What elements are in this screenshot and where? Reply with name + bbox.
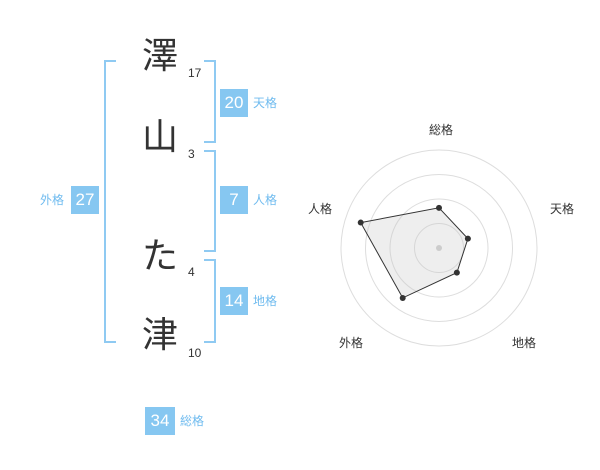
stroke-count-1: 17 xyxy=(188,66,202,80)
jinkaku-value: 7 xyxy=(220,186,248,214)
stroke-count-3: 4 xyxy=(188,265,195,279)
name-char-2: 山 xyxy=(141,117,178,158)
radar-axis-label-3: 地格 xyxy=(512,335,536,350)
radar-ring xyxy=(365,174,513,322)
radar-center-dot xyxy=(436,245,442,251)
gaikaku-label: 外格 xyxy=(40,193,65,207)
radar-point-4 xyxy=(399,294,406,301)
radar-polygon xyxy=(359,207,469,299)
radar-point-1 xyxy=(436,204,442,211)
radar-rings xyxy=(340,149,538,347)
name-char-1: 澤 xyxy=(141,36,178,77)
name-char-3: た xyxy=(141,236,178,277)
tenkaku-bracket xyxy=(204,60,216,143)
soukaku-label: 総格 xyxy=(180,414,205,428)
name-char-4: 津 xyxy=(141,315,178,356)
radar-ring xyxy=(414,223,464,273)
radar-point-3 xyxy=(453,269,460,276)
chikaku-value: 14 xyxy=(220,287,248,315)
soukaku-value: 34 xyxy=(145,407,175,435)
stroke-count-2: 3 xyxy=(188,147,195,161)
jinkaku-bracket xyxy=(204,150,216,252)
gaikaku-value: 27 xyxy=(71,186,99,214)
chikaku-label: 地格 xyxy=(253,294,278,308)
radar-points xyxy=(357,204,471,301)
radar-axis-label-5: 人格 xyxy=(308,201,332,216)
jinkaku-label: 人格 xyxy=(253,193,278,207)
radar-axis-label-1: 総格 xyxy=(429,122,453,137)
stroke-count-4: 10 xyxy=(188,346,202,360)
tenkaku-label: 天格 xyxy=(253,96,278,110)
radar-point-5 xyxy=(357,219,364,226)
tenkaku-value: 20 xyxy=(220,89,248,117)
radar-ring xyxy=(340,149,538,347)
gaikaku-bracket xyxy=(104,60,116,343)
radar-axis-label-2: 天格 xyxy=(550,201,574,216)
radar-ring xyxy=(389,198,489,298)
radar-axis-label-4: 外格 xyxy=(339,335,363,350)
chikaku-bracket xyxy=(204,259,216,343)
radar-point-2 xyxy=(464,235,471,242)
